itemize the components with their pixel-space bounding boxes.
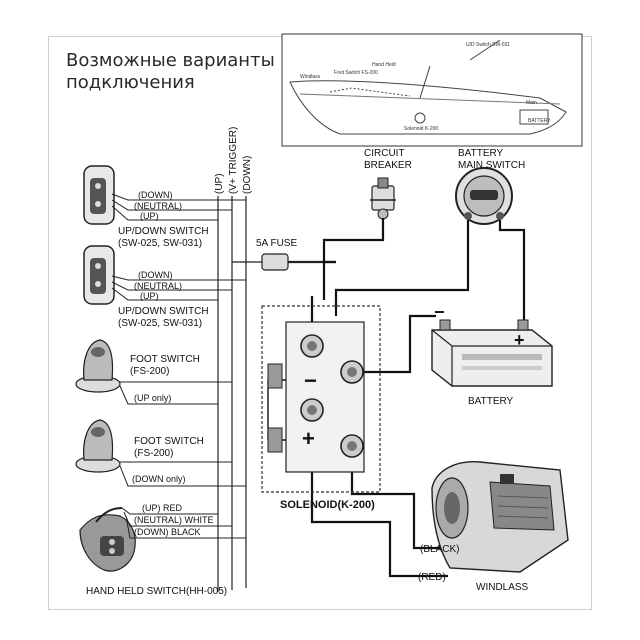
page-title: Возможные варианты подключения [66,50,275,94]
foot-switch-2-wire-label: (DOWN only) [132,474,186,484]
foot-switch-2-model: (FS-200) [134,448,173,459]
battery [431,319,553,387]
switch-1-model: (SW-025, SW-031) [118,238,202,249]
bus-label-up: (UP) [214,173,225,194]
svg-text:Windlass: Windlass [300,74,321,80]
windlass [431,461,569,573]
main-switch-label-line-1: BATTERY [458,148,504,159]
switch-2-wires [111,275,246,301]
switch-1-neutral-label: (NEUTRAL) [134,201,182,211]
svg-text:Main: Main [526,100,537,106]
svg-text:Hand Held: Hand Held [372,62,396,68]
title-line-1: Возможные варианты [66,50,275,71]
hand-held-switch [79,507,136,572]
solenoid-minus-sign: − [304,368,317,393]
switch-2-neutral-label: (NEUTRAL) [134,281,182,291]
solenoid [261,305,381,493]
windlass-red-wire-label: (RED) [418,572,446,583]
fuse [232,253,336,271]
switch-2-name: UP/DOWN SWITCH [118,306,209,317]
foot-switch-2 [75,419,121,473]
switch-1-name: UP/DOWN SWITCH [118,226,209,237]
foot-switch-2-name: FOOT SWITCH [134,436,204,447]
up-down-switch-2 [83,245,115,305]
hand-held-name: HAND HELD SWITCH(HH-005) [86,586,227,597]
solenoid-label: SOLENOID(K-200) [280,499,375,511]
switch-2-up-label: (UP) [140,291,159,301]
windlass-label: WINDLASS [476,582,529,593]
foot-switch-1-name: FOOT SWITCH [130,354,200,365]
foot-switch-2-wires [119,461,246,487]
hand-held-neutral-label: (NEUTRAL) WHITE [134,515,214,525]
windlass-black-wire-label: (BLACK) [420,544,459,555]
switch-2-down-label: (DOWN) [138,270,173,280]
switch-1-up-label: (UP) [140,211,159,221]
up-down-switch-1 [83,165,115,225]
boat-inset: U/D Switch SW-031 Windlass Foot Switch F… [281,33,583,147]
svg-text:Solenoid K-200: Solenoid K-200 [404,126,438,132]
switch-1-down-label: (DOWN) [138,190,173,200]
bus-wires [217,196,247,592]
battery-minus-sign: − [434,302,445,322]
circuit-breaker [370,177,396,220]
svg-text:U/D Switch SW-031: U/D Switch SW-031 [466,42,510,48]
battery-main-switch [455,167,513,225]
hand-held-up-label: (UP) RED [142,503,182,513]
switch-2-model: (SW-025, SW-031) [118,318,202,329]
foot-switch-1-model: (FS-200) [130,366,169,377]
breaker-label-line-2: BREAKER [364,160,412,171]
title-line-2: подключения [66,72,195,93]
foot-switch-1-wires [119,381,232,405]
switch-1-wires [111,193,246,221]
solenoid-plus-sign: + [302,426,315,451]
foot-switch-1 [75,339,121,393]
hand-held-wires [121,507,246,539]
breaker-label-line-1: CIRCUIT [364,148,405,159]
svg-text:BATTERY: BATTERY [528,118,551,124]
bus-label-down: (DOWN) [242,156,253,194]
battery-plus-sign: + [514,330,525,350]
hand-held-down-label: (DOWN) BLACK [134,527,201,537]
main-switch-label-line-2: MAIN SWITCH [458,160,525,171]
svg-text:Foot Switch FS-200: Foot Switch FS-200 [334,70,378,76]
fuse-label: 5A FUSE [256,238,297,249]
bus-label-trigger: (V+ TRIGGER) [228,127,239,194]
battery-label: BATTERY [468,396,514,407]
foot-switch-1-wire-label: (UP only) [134,393,171,403]
